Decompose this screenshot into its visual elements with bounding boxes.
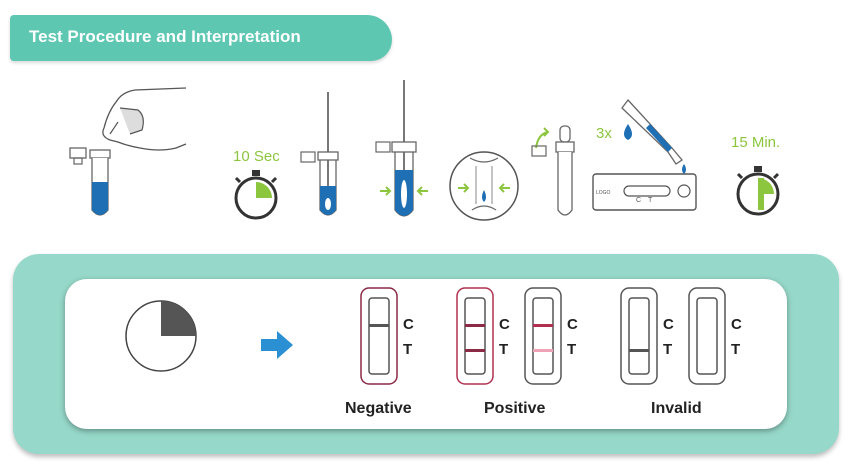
procedure-steps: LOGO 10 Sec 3x 15 Min. C T <box>0 70 868 230</box>
arrow-right-icon <box>261 331 293 359</box>
interpretation-card: C T C T C T C T C T Negative Positive In… <box>65 279 787 429</box>
positive-cassette-faint <box>524 287 562 385</box>
dropper-tube-icon <box>531 125 575 216</box>
step-1-tube-icon <box>69 147 111 216</box>
invalid-cassette-no-lines <box>688 287 726 385</box>
invalid-2-c-mark: C <box>731 316 742 333</box>
header-tab: Test Procedure and Interpretation <box>10 15 392 61</box>
invalid-cassette-test-only <box>620 287 658 385</box>
negative-cassette <box>360 287 398 385</box>
positive-1-t-mark: T <box>499 341 509 358</box>
negative-c-mark: C <box>403 316 414 333</box>
cassette-t-mark: T <box>648 197 653 204</box>
positive-label: Positive <box>484 400 546 417</box>
negative-label: Negative <box>345 400 412 417</box>
timer-10-sec-label: 10 Sec <box>233 148 280 165</box>
svg-text:LOGO: LOGO <box>596 190 611 196</box>
invalid-2-t-mark: T <box>731 341 741 358</box>
filter-detail-icon <box>449 151 519 221</box>
result-panel: C T C T C T C T C T Negative Positive In… <box>13 254 839 454</box>
page-title: Test Procedure and Interpretation <box>29 27 301 46</box>
invalid-1-c-mark: C <box>663 316 674 333</box>
step-3-squeeze-tube-icon <box>375 80 428 217</box>
timer-10-sec-icon <box>234 170 278 220</box>
invalid-1-t-mark: T <box>663 341 673 358</box>
procedure-illustrations: LOGO <box>69 80 780 221</box>
drops-onto-cassette-icon: LOGO <box>592 98 697 211</box>
timer-15-min-label: 15 Min. <box>731 134 781 151</box>
positive-1-c-mark: C <box>499 316 510 333</box>
drops-count-label: 3x <box>596 125 612 142</box>
positive-2-t-mark: T <box>567 341 577 358</box>
negative-t-mark: T <box>403 341 413 358</box>
invalid-label: Invalid <box>651 400 702 417</box>
interpretation-illustrations <box>125 287 726 385</box>
step-2-tube-with-swab-icon <box>300 92 339 216</box>
timer-15-min-icon <box>736 166 780 216</box>
step-1-hand-icon <box>102 87 187 151</box>
positive-cassette-strong <box>456 287 494 385</box>
positive-2-c-mark: C <box>567 316 578 333</box>
timer-clock-icon <box>125 300 197 372</box>
cassette-c-mark: C <box>636 197 642 204</box>
